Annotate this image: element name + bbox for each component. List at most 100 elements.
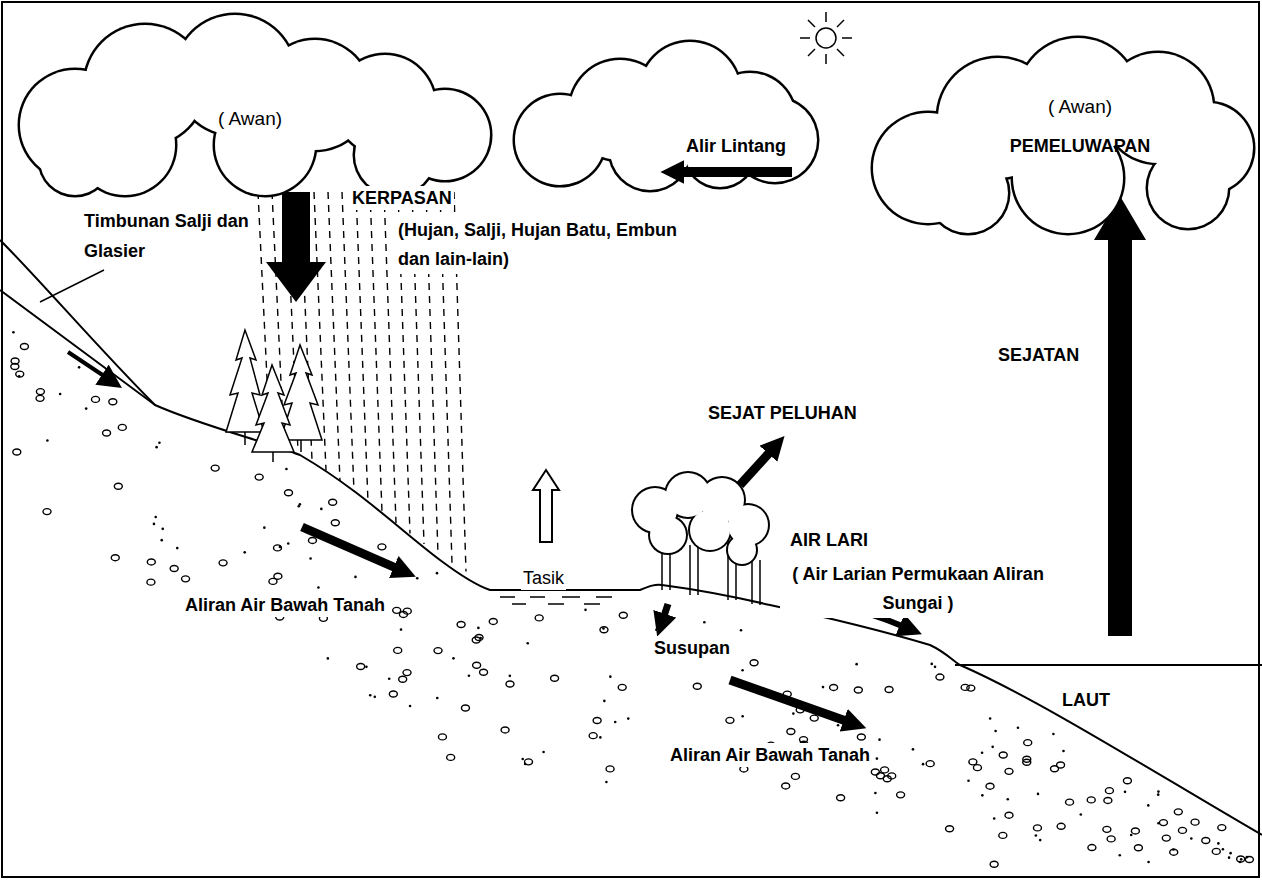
pebble [1033, 825, 1041, 831]
soil-dot [967, 780, 970, 783]
pebble [830, 684, 838, 690]
pine-trees [226, 330, 322, 462]
soil-dot [934, 666, 937, 669]
pebble [1066, 799, 1074, 805]
trees-trunks-part [751, 560, 753, 604]
soil-dot [1147, 804, 1150, 807]
soil-dot [436, 697, 439, 700]
lake-water-part [500, 596, 515, 598]
pebble [1104, 797, 1112, 803]
soil-dot [365, 666, 368, 669]
soil-dot [369, 694, 372, 697]
pebble [593, 717, 601, 723]
pebble [1107, 836, 1115, 842]
pebble [147, 579, 155, 585]
pebble [551, 675, 559, 681]
soil-dot [1062, 750, 1065, 753]
process-note: ( Air Larian Permukaan Aliran Sungai ) [780, 560, 1056, 618]
cloud-fill [1148, 148, 1228, 228]
soil-dot [477, 627, 480, 630]
pebble [1105, 788, 1113, 794]
cloud-shape [868, 18, 1258, 238]
soil-dot [468, 674, 471, 677]
pebble [1134, 845, 1142, 851]
pebble [147, 559, 155, 565]
soil-dot [243, 551, 246, 554]
pebble [103, 430, 111, 436]
soil-dot [479, 637, 482, 640]
pebble [308, 537, 316, 543]
pebble [489, 618, 497, 624]
process-label: KERPASAN [350, 186, 454, 210]
soil-dot [792, 712, 795, 715]
pebble [36, 395, 44, 401]
soil-dot [874, 792, 877, 795]
soil-dot [912, 748, 915, 751]
pebble [926, 761, 934, 767]
pebble [800, 737, 808, 743]
pebble [1191, 819, 1199, 825]
soil-dot [397, 558, 400, 561]
soil-dot [1157, 793, 1160, 796]
soil-dot [327, 657, 330, 660]
pebble [1245, 857, 1253, 863]
cloud-fill [355, 115, 435, 195]
ground-surface [0, 290, 1262, 835]
tree-canopy-part [650, 517, 686, 553]
pebble [986, 783, 994, 789]
pebble [1178, 827, 1186, 833]
pebble [1170, 849, 1178, 855]
pebble [967, 685, 975, 691]
soil-dot [1017, 726, 1020, 729]
pine-trees-part [244, 432, 246, 445]
soil-dot [605, 781, 608, 784]
soil-dot [1124, 791, 1127, 794]
pebble [885, 686, 893, 692]
soil-dot [1228, 856, 1231, 859]
rain-line [328, 192, 340, 481]
pebble [461, 705, 469, 711]
pebble [211, 465, 219, 471]
soil-dot [154, 516, 157, 519]
trees-trunks-part [689, 545, 691, 595]
soil-dot [1229, 852, 1232, 855]
lake-water [500, 597, 612, 604]
tree-canopy [633, 473, 768, 564]
pebble [606, 766, 614, 772]
soil-dot [981, 794, 984, 797]
soil-dot [59, 393, 62, 396]
pebble [393, 607, 401, 613]
pine-trees-part [252, 365, 294, 452]
soil-dot [155, 446, 158, 449]
cloud-fill [928, 153, 1008, 233]
soil-dot [930, 663, 933, 666]
soil-dot [1035, 834, 1038, 837]
pebble [182, 576, 190, 582]
soil-dot [989, 717, 992, 720]
soil-dot [436, 572, 439, 575]
cloud: ( Awan) [15, 5, 495, 200]
pebble [506, 681, 514, 687]
soil-dot [922, 763, 925, 766]
lake-water-part [530, 596, 545, 598]
pebble [399, 676, 407, 682]
groundwater-arrow [302, 527, 396, 568]
pebble [1057, 823, 1065, 829]
soil-dot [161, 528, 164, 531]
pine-trees-part [280, 345, 322, 440]
soil-dot [614, 721, 617, 724]
pine-trees-part [226, 330, 264, 432]
transpiration-arrow [740, 452, 770, 485]
lake-water-part [596, 596, 612, 598]
pebble [1087, 797, 1095, 803]
soil-dot [1147, 861, 1150, 864]
soil-dot [993, 817, 996, 820]
pebble [274, 545, 282, 551]
sun-part [808, 49, 815, 56]
place-label: LAUT [1060, 688, 1112, 712]
pebble [693, 683, 701, 689]
pebble [403, 670, 411, 676]
lake-water-part [512, 603, 526, 605]
soil-dot [354, 576, 357, 579]
